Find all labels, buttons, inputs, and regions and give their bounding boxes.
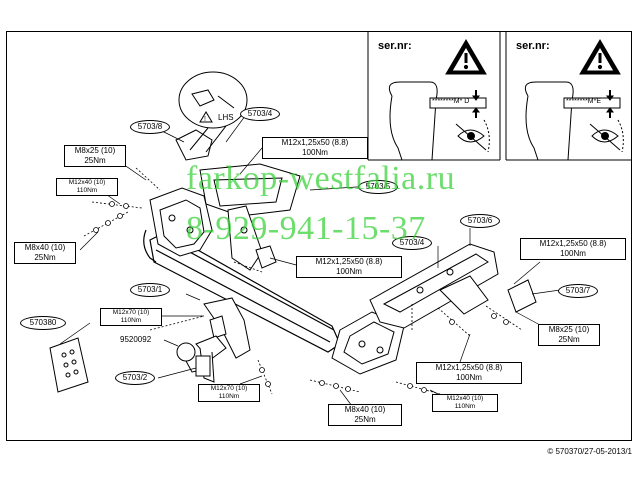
upper-brackets [175,129,301,271]
svg-text:!: ! [204,116,206,123]
label-m8x40-bottom: M8x40 (10)25Nm [328,404,402,426]
watermark-phone: 8-929-941-15-37 [186,210,426,247]
fastener-sets [83,167,523,395]
serial-title-left: ser.nr: [378,40,412,52]
label-m12x125-bottom: M12x1,25x50 (8.8)100Nm [416,362,522,384]
lhs-callout-circle: ! [178,71,248,153]
footer-copyright: © 570370/27-05-2013/1 [547,447,632,456]
part-9520092: 9520092 [120,335,152,344]
part-5703-7: 5703/7 [558,284,598,298]
label-m8x40-left: M8x40 (10)25Nm [14,242,76,264]
left-side-bracket [149,187,213,257]
lhs-label: LHS [218,113,234,122]
label-m8x25-right: M8x25 (10)25Nm [538,324,600,346]
part-5703-8: 5703/8 [130,120,170,134]
label-m12x70-lower: M12x70 (10)110Nm [198,384,260,402]
part-5703-4-top: 5703/4 [240,107,280,121]
leader-lines [59,111,561,407]
socket-plate [49,337,89,393]
label-m12x70-upper: M12x70 (10)110Nm [100,308,162,326]
part-5703-6: 5703/6 [460,214,500,228]
watermark-site: farkop-westfalia.ru [186,160,456,197]
part-570380: 570380 [20,316,66,330]
diagram-frame [6,31,632,441]
serial-box-left [367,31,501,161]
right-rail [369,243,537,329]
part-5703-1: 5703/1 [130,283,170,297]
part-5703-2: 5703/2 [115,371,155,385]
part-5703-4-mid: 5703/4 [392,236,432,250]
label-m12x125-right: M12x1,25x50 (8.8)100Nm [520,238,626,260]
label-m12x40-left: M12x40 (10)110Nm [56,178,118,196]
serial-title-right: ser.nr: [516,40,550,52]
serial-code-left: ********M* D [432,98,470,105]
right-side-bracket [331,311,405,375]
label-m8x25-left: M8x25 (10)25Nm [64,145,126,167]
serial-box-right [505,31,632,161]
part-5703-5: 5703/5 [358,180,398,194]
label-m12x40-bottom: M12x40 (10)110Nm [432,394,498,412]
label-m12x125-top: M12x1,25x50 (8.8)100Nm [262,137,368,159]
towball-coupling [176,297,251,383]
serial-code-right: ********M*E [566,98,602,105]
label-m12x125-mid: M12x1,25x50 (8.8)100Nm [296,256,402,278]
